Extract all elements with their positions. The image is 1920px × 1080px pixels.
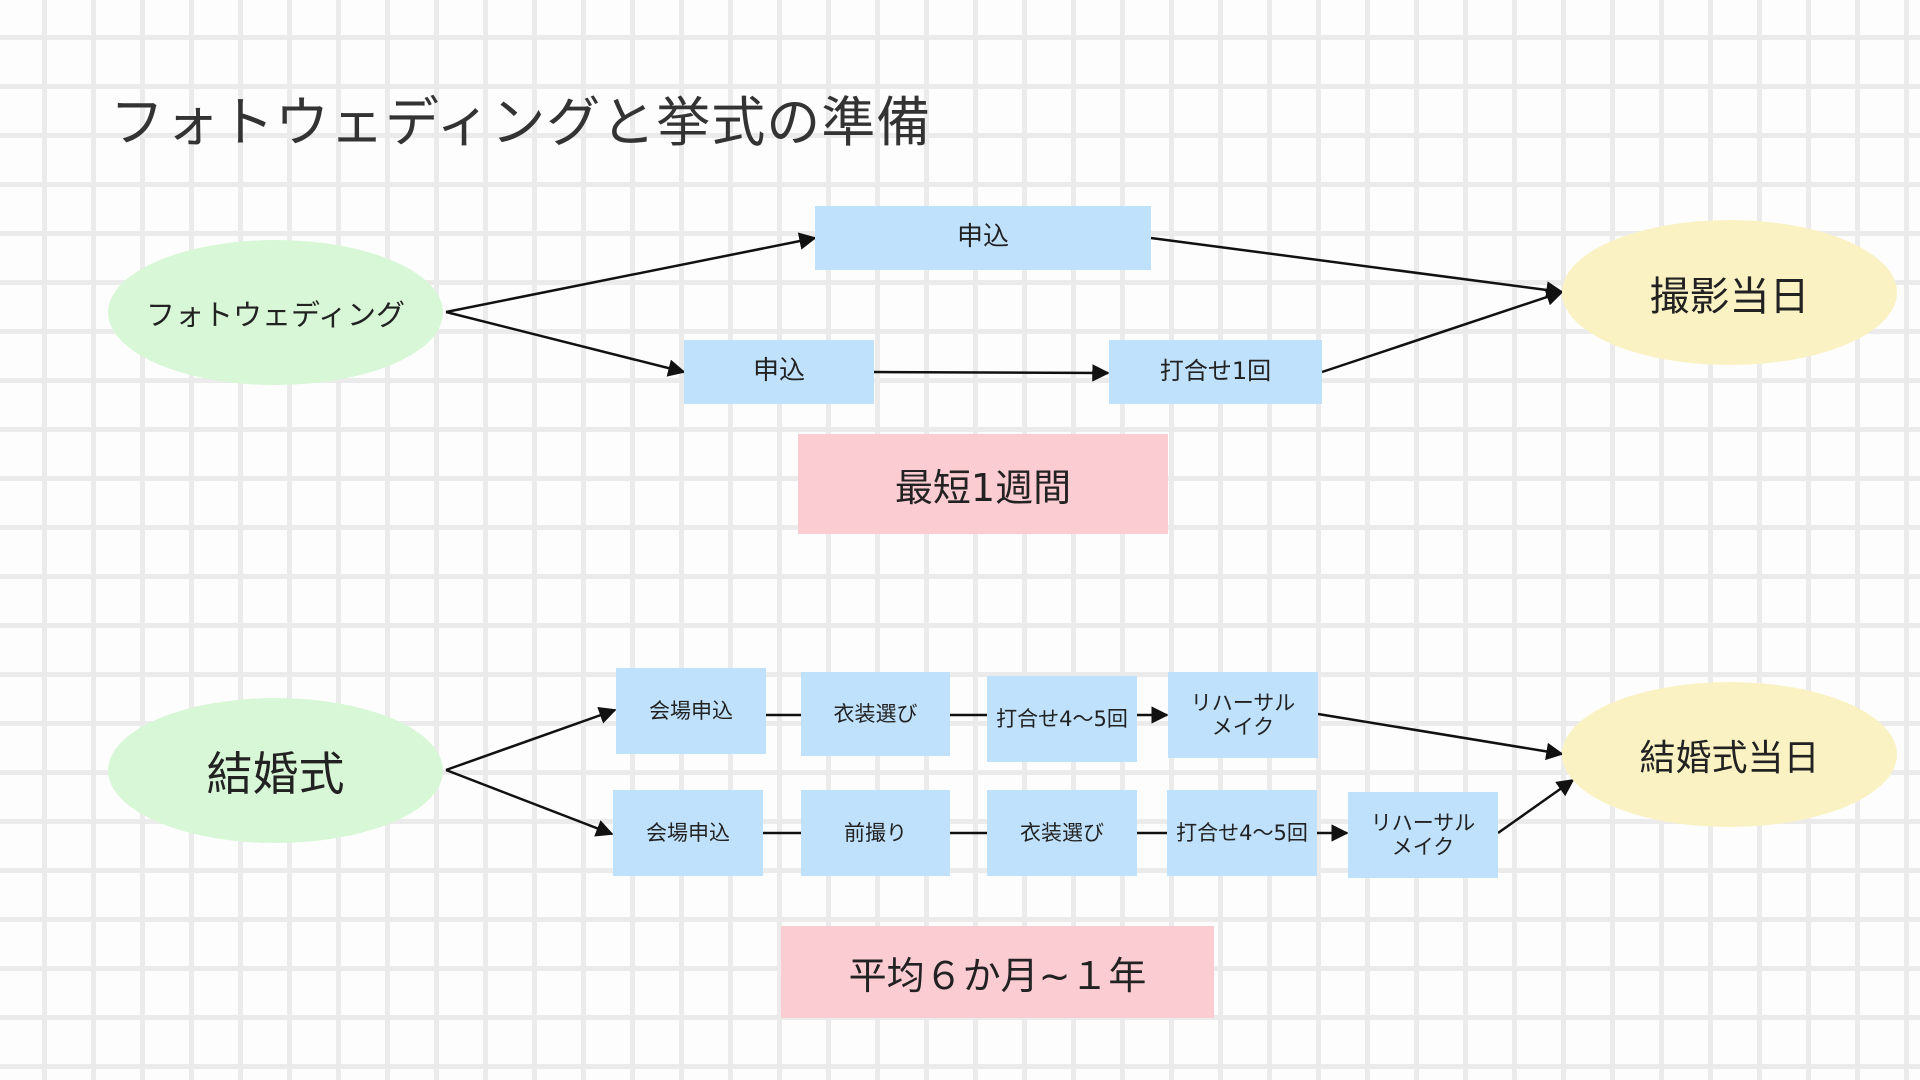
photo-route2-meeting-box: 打合せ1回 [1109,340,1322,404]
arrow-wedding-start-to-route2 [445,768,614,837]
wedding-start-node: 結婚式 [108,698,443,843]
arrow-route1-4-to-end [1317,712,1564,761]
wedding-route2-step-3: 衣装選び [987,790,1137,876]
arrow-wedding-start-to-route1 [445,707,617,772]
arrow-photo-start-to-route2-apply [445,310,686,377]
photo-shoot-day-node: 撮影当日 [1562,220,1897,365]
wedding-start-label: 結婚式 [206,746,345,801]
wedding-route1-step-2-label: 衣装選び [833,701,918,726]
photo-duration-label: 最短1週間 [894,465,1072,510]
wedding-route2-step-2-label: 前撮り [844,820,907,845]
wedding-route1-step-4: リハーサル メイク [1168,672,1318,758]
photo-duration-box: 最短1週間 [798,434,1168,534]
photo-route1-apply-box: 申込 [815,206,1151,270]
wedding-route1-step-3-label: 打合せ4～5回 [996,706,1128,731]
wedding-route2-step-2: 前撮り [801,790,950,876]
wedding-route1-step-2: 衣装選び [801,672,950,756]
arrow-route2-5-to-end [1497,778,1575,835]
wedding-route1-step-4-label: リハーサル メイク [1190,690,1296,739]
wedding-route2-step-1: 会場申込 [613,790,763,876]
wedding-route2-step-5: リハーサル メイク [1348,792,1498,878]
page-title: フォトウェディングと挙式の準備 [110,91,932,154]
arrow-photo-route1-apply-to-end [1150,236,1564,299]
photo-wedding-start-label: フォトウェディング [146,297,405,332]
wedding-duration-label: 平均６か月~１年 [848,953,1147,998]
wedding-route2-step-5-label: リハーサル メイク [1370,810,1476,859]
photo-route2-meeting-label: 打合せ1回 [1159,357,1272,386]
wedding-route2-step-4-label: 打合せ4～5回 [1176,820,1308,845]
photo-route1-apply-label: 申込 [956,222,1009,253]
wedding-route2-step-4: 打合せ4～5回 [1167,790,1317,876]
photo-route2-apply-box: 申込 [684,340,874,404]
wedding-route1-step-3: 打合せ4～5回 [987,676,1137,762]
wedding-route1-step-1-label: 会場申込 [649,698,733,723]
arrow-photo-meeting-to-end [1321,288,1564,374]
wedding-day-node: 結婚式当日 [1562,682,1897,827]
wedding-day-label: 結婚式当日 [1639,737,1820,779]
photo-shoot-day-label: 撮影当日 [1649,273,1810,320]
arrow-photo-route2-apply-to-meeting [873,364,1110,382]
arrow-photo-start-to-route1-apply [445,232,817,314]
wedding-route1-step-1: 会場申込 [616,668,766,754]
wedding-duration-box: 平均６か月~１年 [781,926,1214,1018]
photo-route2-apply-label: 申込 [752,356,805,387]
wedding-route2-step-1-label: 会場申込 [646,820,730,845]
photo-wedding-start-node: フォトウェディング [108,240,443,385]
wedding-route2-step-3-label: 衣装選び [1020,820,1104,845]
